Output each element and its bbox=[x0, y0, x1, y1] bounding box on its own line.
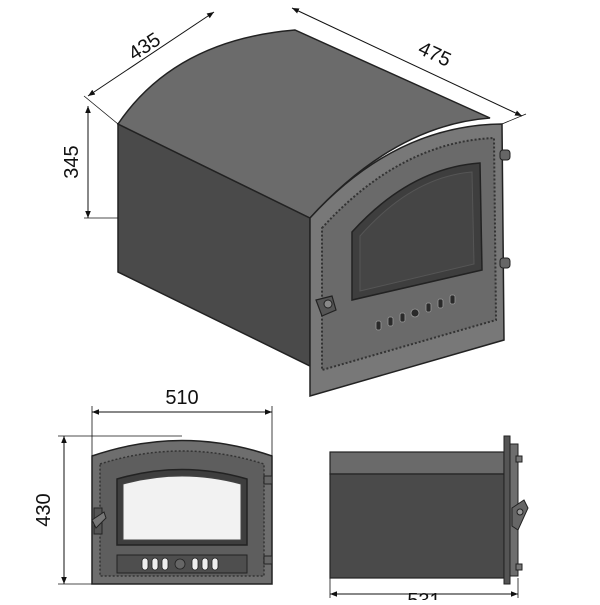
dim-435-label: 435 bbox=[125, 29, 165, 66]
side-view: 531 bbox=[329, 435, 529, 605]
side-body bbox=[329, 473, 505, 579]
isometric-view: 435 475 345 bbox=[61, 7, 527, 397]
hinge-bottom bbox=[499, 257, 511, 269]
side-top-strip bbox=[329, 451, 505, 475]
side-door-plate bbox=[503, 435, 511, 585]
front-handle bbox=[91, 507, 107, 535]
front-hinge-top bbox=[263, 475, 273, 485]
side-handle bbox=[511, 499, 529, 531]
front-glass-inner bbox=[122, 475, 242, 541]
side-hinge-bottom bbox=[515, 563, 523, 571]
front-air-vents bbox=[141, 557, 219, 571]
dim-475-label: 475 bbox=[415, 38, 455, 72]
dim-510-label: 510 bbox=[165, 387, 198, 409]
dim-531-label: 531 bbox=[407, 590, 440, 600]
hinge-top bbox=[499, 149, 511, 161]
front-hinge-bottom bbox=[263, 555, 273, 565]
air-vents bbox=[375, 294, 456, 331]
door-handle bbox=[315, 295, 337, 317]
dim-345-label: 345 bbox=[61, 145, 83, 178]
side-hinge-top bbox=[515, 455, 523, 463]
front-view: 510 430 bbox=[33, 387, 273, 585]
dim-430-label: 430 bbox=[33, 493, 55, 526]
glass-inner bbox=[359, 171, 475, 292]
